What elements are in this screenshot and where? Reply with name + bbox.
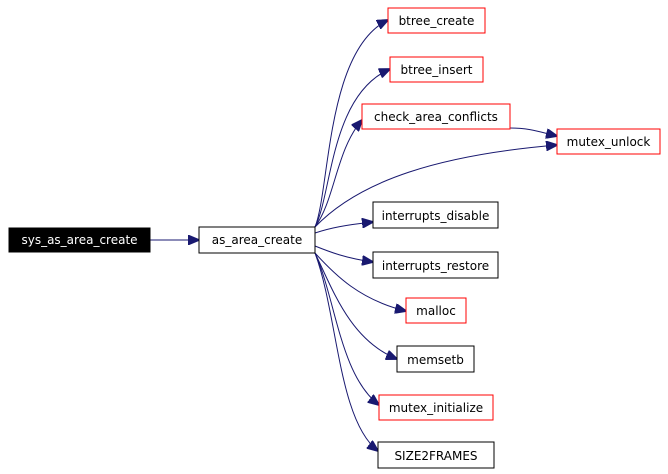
node-check_area_conflicts[interactable]: check_area_conflicts (361, 103, 511, 130)
node-SIZE2FRAMES[interactable]: SIZE2FRAMES (377, 441, 495, 469)
node-malloc[interactable]: malloc (405, 297, 467, 324)
node-label-mutex_initialize: mutex_initialize (389, 401, 483, 415)
edge-as_area_create-check_area_conflicts (314, 120, 362, 228)
node-label-SIZE2FRAMES: SIZE2FRAMES (394, 449, 477, 463)
edge-as_area_create-mutex_unlock (314, 145, 557, 228)
edge-check_area_conflicts-mutex_unlock (509, 127, 557, 136)
edge-as_area_create-interrupts_disable (314, 222, 373, 234)
node-label-check_area_conflicts: check_area_conflicts (374, 110, 498, 124)
node-label-interrupts_disable: interrupts_disable (382, 209, 490, 223)
node-label-malloc: malloc (416, 304, 456, 318)
node-memsetb[interactable]: memsetb (396, 345, 475, 373)
node-mutex_initialize[interactable]: mutex_initialize (378, 394, 494, 421)
node-label-memsetb: memsetb (407, 353, 464, 367)
node-as_area_create[interactable]: as_area_create (198, 226, 316, 254)
node-label-mutex_unlock: mutex_unlock (567, 135, 651, 149)
node-sys_as_area_create[interactable]: sys_as_area_create (8, 227, 151, 253)
edge-as_area_create-SIZE2FRAMES (314, 252, 378, 451)
node-btree_insert[interactable]: btree_insert (389, 56, 484, 83)
node-label-sys_as_area_create: sys_as_area_create (21, 233, 137, 247)
node-label-as_area_create: as_area_create (212, 233, 302, 247)
edge-as_area_create-malloc (314, 252, 406, 311)
edge-as_area_create-interrupts_restore (314, 245, 373, 262)
node-interrupts_restore[interactable]: interrupts_restore (372, 251, 499, 279)
edges (150, 20, 557, 451)
node-interrupts_disable[interactable]: interrupts_disable (372, 201, 499, 229)
edge-as_area_create-btree_insert (314, 69, 390, 228)
node-mutex_unlock[interactable]: mutex_unlock (556, 128, 661, 155)
edge-as_area_create-mutex_initialize (314, 252, 379, 405)
node-label-btree_create: btree_create (399, 14, 475, 28)
node-btree_create[interactable]: btree_create (387, 7, 486, 34)
edge-as_area_create-memsetb (314, 252, 397, 359)
node-label-interrupts_restore: interrupts_restore (382, 259, 489, 273)
node-label-btree_insert: btree_insert (401, 63, 473, 77)
edge-as_area_create-btree_create (314, 20, 388, 228)
